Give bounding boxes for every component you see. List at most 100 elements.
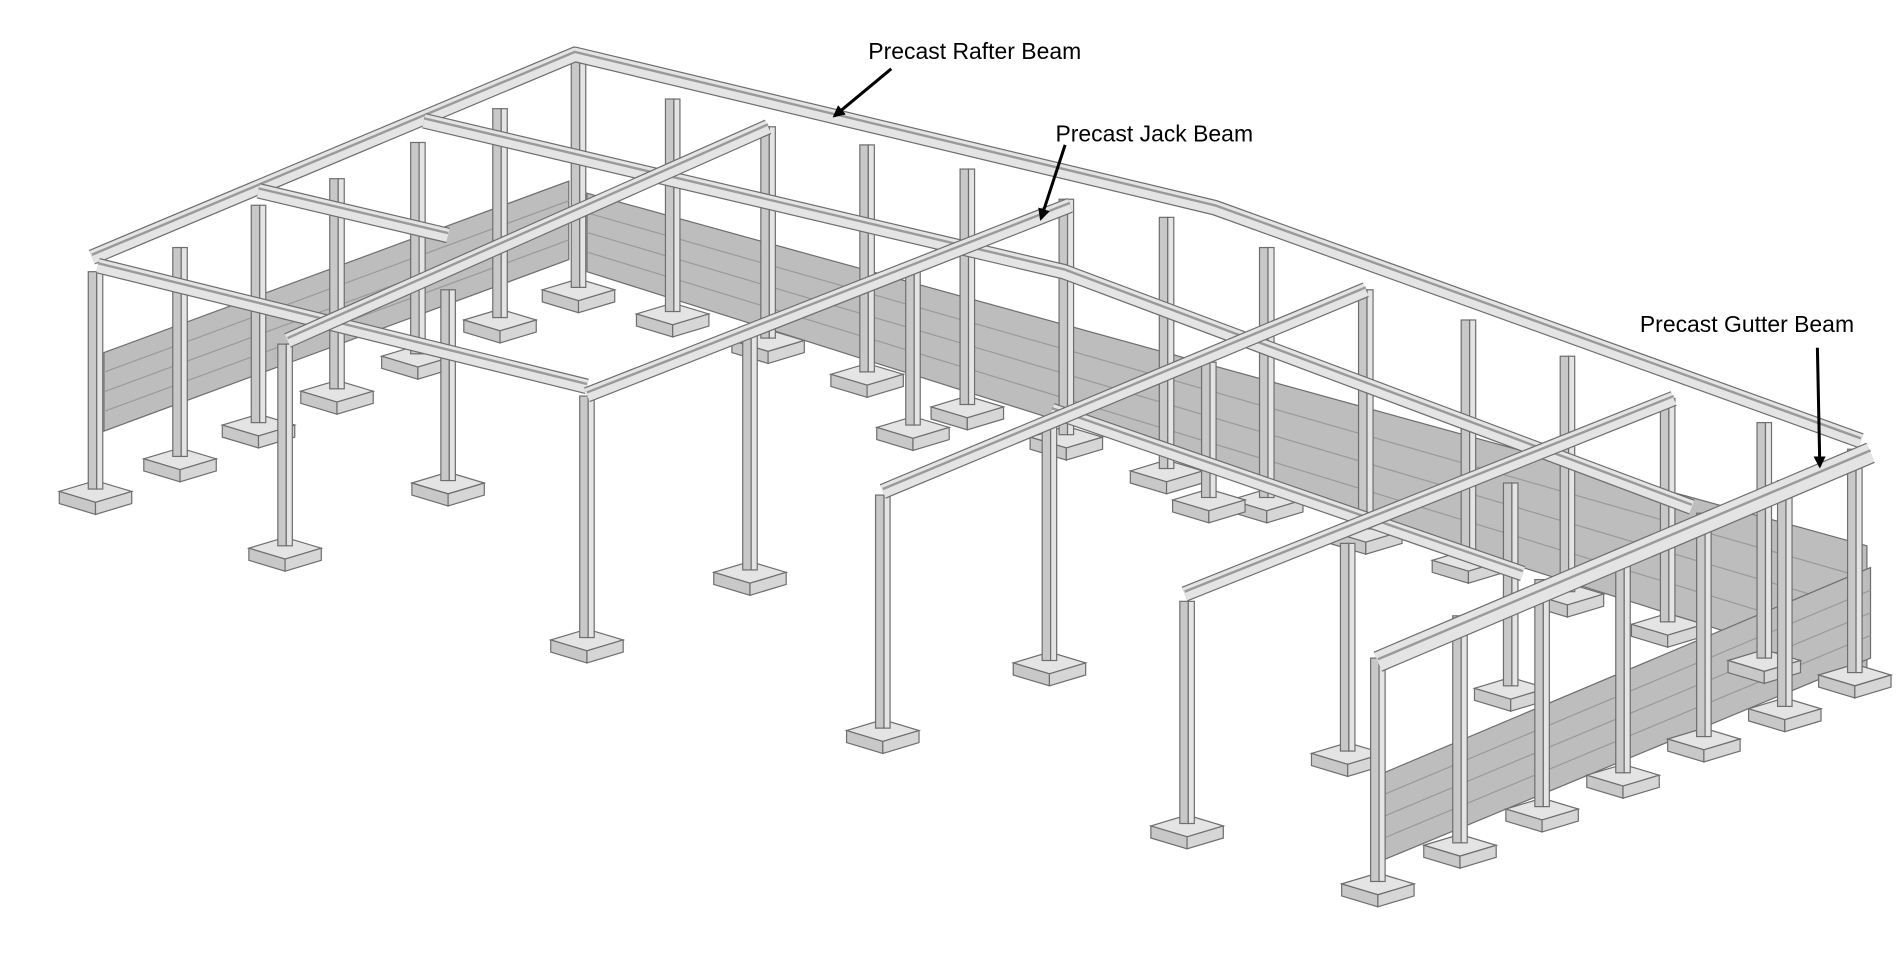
footing-side — [1208, 499, 1246, 524]
rafter-beam — [89, 47, 1864, 447]
column-face — [1776, 479, 1787, 707]
footing-side — [1377, 883, 1415, 908]
footing-side — [94, 490, 133, 516]
column-side — [1764, 422, 1773, 659]
jack-beam — [880, 283, 1369, 498]
label-jack-beam: Precast Jack Beam — [1055, 120, 1253, 146]
column-face — [1534, 578, 1544, 808]
column-face — [250, 204, 261, 424]
column-face — [1357, 289, 1368, 530]
column-side — [1785, 479, 1793, 707]
jack-beam-groove — [1184, 394, 1675, 593]
column-face — [440, 289, 450, 482]
column-face — [579, 395, 589, 639]
jack-beam-groove — [586, 201, 1071, 394]
column-side — [1366, 289, 1374, 530]
column-face — [1502, 482, 1513, 687]
footing-side — [1266, 499, 1304, 524]
footing-side — [966, 406, 1005, 431]
column-side — [1668, 397, 1676, 623]
column-side — [1460, 615, 1468, 844]
column-side — [967, 168, 976, 406]
column-face — [859, 144, 869, 373]
footing-side — [749, 571, 787, 597]
column-side — [673, 98, 681, 313]
column-side — [285, 343, 293, 547]
rafter-beam — [422, 114, 1695, 514]
column-side — [1568, 355, 1576, 593]
column-face — [1615, 548, 1625, 774]
column-side — [587, 395, 595, 639]
column-side — [1542, 578, 1550, 808]
column-face — [1158, 216, 1169, 470]
rafter-beam-groove — [1051, 406, 1524, 573]
column-side — [1267, 246, 1275, 499]
column-face — [760, 126, 770, 339]
column-side — [883, 494, 891, 729]
footings — [57, 278, 1894, 908]
column-face — [1756, 422, 1767, 659]
column-face — [1452, 615, 1462, 844]
rafter-beam-groove — [423, 117, 1693, 506]
column-face — [874, 494, 885, 729]
column-face — [1846, 448, 1857, 674]
column-face — [1058, 198, 1069, 436]
footing-side — [882, 729, 920, 755]
footing-side — [1541, 808, 1579, 833]
column-side — [1855, 448, 1863, 674]
annotation-gutter-beam: Precast Gutter Beam — [1640, 311, 1854, 469]
footing-side — [179, 458, 217, 483]
column-side — [867, 144, 875, 373]
footing-side — [672, 313, 710, 338]
arrow-jack-beam — [1038, 144, 1067, 221]
footing-side — [336, 390, 374, 415]
footing-side — [586, 639, 624, 664]
footing-side — [1566, 593, 1605, 618]
gutter-beam-groove — [1377, 449, 1872, 661]
rafter-beam — [256, 184, 450, 242]
column-face — [959, 168, 970, 406]
column-side — [1187, 600, 1195, 825]
column-face — [1179, 600, 1189, 825]
column-face — [277, 343, 287, 547]
column-side — [1511, 482, 1519, 687]
column-side — [913, 271, 921, 426]
column-face — [664, 98, 675, 313]
footing-side — [1622, 774, 1660, 799]
rafter-beam — [96, 259, 589, 393]
column-face — [1460, 319, 1471, 559]
jack-beam — [1182, 392, 1677, 601]
gutter-beam — [1374, 443, 1875, 671]
column-face — [87, 271, 98, 490]
column-side — [500, 108, 508, 319]
column-face — [1200, 361, 1211, 499]
column-side — [1050, 419, 1058, 662]
column-face — [1258, 246, 1269, 499]
columns — [87, 59, 1863, 883]
column-side — [448, 289, 456, 482]
footing-side — [912, 426, 950, 452]
rafter-beam-groove — [91, 50, 1862, 440]
column-side — [1469, 319, 1477, 559]
column-side — [96, 271, 104, 490]
footing-side — [1048, 662, 1087, 687]
column-face — [410, 141, 420, 355]
column-side — [768, 126, 776, 339]
column-side — [1348, 542, 1356, 752]
column-face — [1370, 657, 1380, 883]
column-face — [1041, 419, 1052, 662]
column-face — [1659, 397, 1670, 623]
column-face — [905, 271, 915, 426]
footing-side — [1186, 825, 1224, 850]
annotation-jack-beam: Precast Jack Beam — [1038, 120, 1253, 221]
wall-panels — [103, 180, 1872, 861]
column-side — [418, 141, 426, 355]
jack-beam — [284, 120, 771, 347]
column-side — [1704, 512, 1712, 738]
column-side — [579, 59, 587, 288]
label-gutter-beam: Precast Gutter Beam — [1640, 311, 1854, 337]
footing-side — [1854, 674, 1892, 699]
beams — [88, 46, 1875, 672]
rafter-beam-groove — [258, 187, 449, 235]
jack-beam-groove — [882, 286, 1367, 491]
